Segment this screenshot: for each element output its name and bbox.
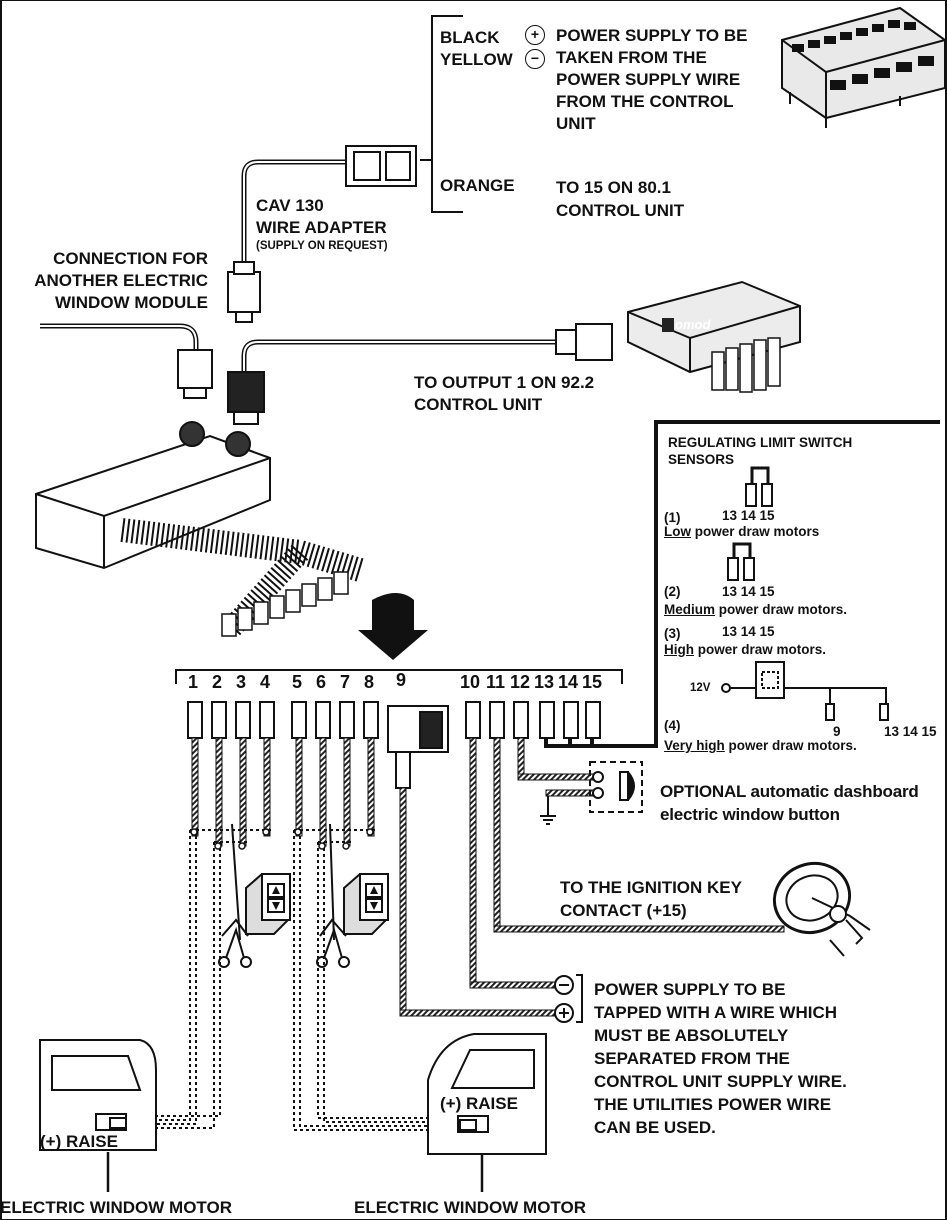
terminal-5: 5	[292, 672, 303, 692]
label-yellow: YELLOW	[440, 50, 513, 69]
plus-icon: +	[525, 25, 545, 45]
sensor-4-pins: 13 14 15	[884, 724, 937, 739]
window-switch-left	[245, 873, 291, 935]
wire-junctions	[190, 828, 374, 850]
another-module-text: CONNECTION FOR ANOTHER ELECTRIC WINDOW M…	[34, 249, 208, 312]
sensor-diagram-1	[745, 466, 773, 507]
cav-title: CAV 130	[256, 196, 324, 215]
cav-subtitle: WIRE ADAPTER	[256, 218, 387, 237]
label-orange: ORANGE	[440, 176, 515, 195]
ground-icon	[540, 796, 556, 825]
terminal-1: 1	[188, 672, 199, 692]
terminal-12: 12	[510, 672, 531, 692]
terminal-8: 8	[364, 672, 375, 692]
cav-note: (SUPPLY ON REQUEST)	[256, 240, 388, 252]
sensor-2-num: (2)	[664, 584, 681, 599]
to-15-text: TO 15 ON 80.1 CONTROL UNIT	[556, 178, 685, 220]
sensor-bus	[544, 420, 940, 748]
wire-leads	[191, 737, 525, 1013]
down-arrow-icon	[358, 593, 428, 660]
ignition-text: TO THE IGNITION KEY CONTACT (+15)	[560, 878, 742, 920]
terminal-strip-bracket	[175, 669, 623, 684]
raise-label-right: (+) RAISE	[440, 1094, 518, 1113]
another-module-plug	[40, 323, 213, 399]
sensor-1-pins: 13 14 15	[722, 508, 775, 523]
raise-label-left: (+) RAISE	[40, 1132, 118, 1151]
tapped-supply-text: POWER SUPPLY TO BE TAPPED WITH A WIRE WH…	[594, 980, 847, 1137]
motor-wires-right	[293, 829, 462, 1131]
cav-adapter	[227, 145, 417, 323]
terminal-4: 4	[260, 672, 271, 692]
terminal-10: 10	[460, 672, 481, 692]
control-unit-top-right	[781, 6, 946, 128]
sensor-3-pins: 13 14 15	[722, 624, 775, 639]
window-switch-right	[343, 873, 389, 935]
label-black: BLACK	[440, 28, 500, 47]
sensor-4-num: (4)	[664, 718, 681, 733]
motor-left	[39, 1039, 157, 1192]
minus-icon: −	[525, 49, 545, 69]
sensor-diagram-2	[727, 542, 755, 581]
terminal-6: 6	[316, 672, 327, 692]
sensor-2-pins: 13 14 15	[722, 584, 775, 599]
unit-logo: omod	[675, 317, 711, 332]
sensor-4-pin9: 9	[833, 724, 841, 739]
sensors-title: REGULATING LIMIT SWITCH SENSORS	[668, 435, 853, 467]
sensor-4-desc: Very high power draw motors.	[664, 738, 857, 753]
output-plug	[227, 323, 613, 425]
sensor-diagram-4	[721, 661, 889, 721]
terminal-14: 14	[558, 672, 579, 692]
sensor-3-num: (3)	[664, 626, 681, 641]
terminal-2: 2	[212, 672, 223, 692]
terminal-7: 7	[340, 672, 351, 692]
wire-leads-horizontal	[399, 773, 785, 1017]
motor-right	[427, 1033, 547, 1192]
terminal-3: 3	[236, 672, 247, 692]
scissors-icon	[218, 823, 252, 968]
steering-wheel-icon	[772, 862, 871, 957]
terminal-9: 9	[396, 670, 407, 690]
terminal-11: 11	[486, 672, 506, 692]
scissors-icon	[316, 823, 350, 968]
top-bracket	[420, 15, 463, 213]
supply-from-unit-text: POWER SUPPLY TO BE TAKEN FROM THE POWER …	[556, 26, 748, 133]
control-unit-92-2	[627, 280, 801, 393]
power-supply-terminals	[554, 974, 583, 1023]
dashboard-button-icon	[589, 761, 643, 813]
sensor-1-desc: Low power draw motors	[664, 524, 820, 539]
sensor-1-num: (1)	[664, 510, 681, 525]
optional-button-text: OPTIONAL automatic dashboard electric wi…	[660, 782, 919, 824]
motor-label-left: ELECTRIC WINDOW MOTOR	[0, 1198, 232, 1217]
motor-label-right: ELECTRIC WINDOW MOTOR	[354, 1198, 586, 1217]
to-output-text: TO OUTPUT 1 ON 92.2 CONTROL UNIT	[414, 373, 595, 414]
sensor-2-desc: Medium power draw motors.	[664, 602, 848, 617]
terminal-15: 15	[582, 672, 603, 692]
module-box	[35, 421, 364, 638]
sensor-3-desc: High power draw motors.	[664, 642, 827, 657]
sensor-12v-label: 12V	[690, 682, 711, 694]
terminal-13: 13	[534, 672, 555, 692]
